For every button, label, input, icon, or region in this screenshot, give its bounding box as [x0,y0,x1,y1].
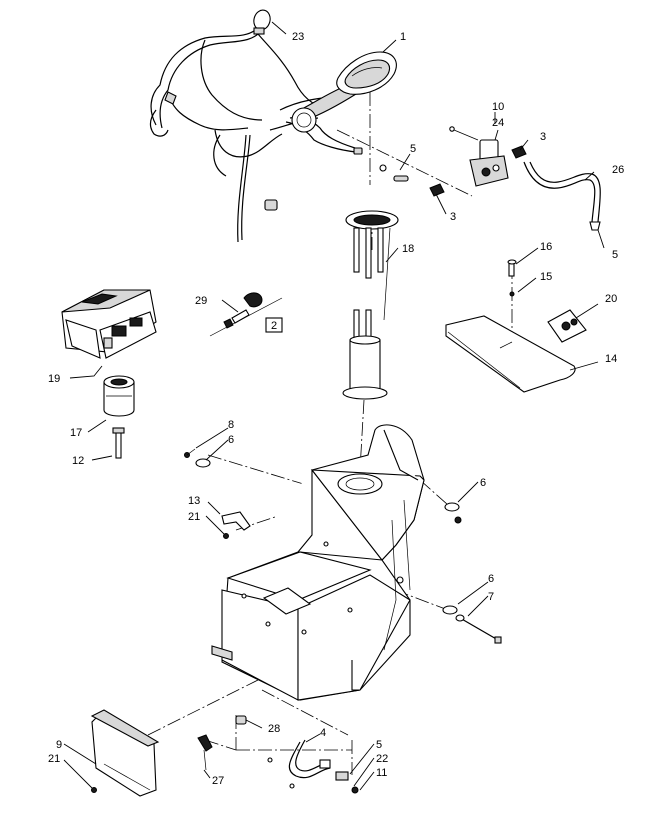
callout-6-right-top: 6 [480,477,486,489]
fuel-tank [211,424,425,701]
callout-11: 11 [376,767,387,779]
callout-21-guard: 21 [48,753,60,765]
callout-9: 9 [56,739,62,751]
bolt-12 [112,427,125,459]
callout-10: 10 [492,101,504,113]
cover-plate [445,315,576,393]
fitting-stack-5-22-11 [319,759,359,794]
harness-clip [264,199,278,211]
washer-6-right-top [444,502,462,524]
hose-clamp-28 [235,715,247,725]
warning-decal [547,309,587,343]
hose-clamp-set [379,164,409,182]
control-module [61,289,157,359]
callout-20: 20 [605,293,617,305]
callout-7: 7 [488,591,494,603]
callout-22: 22 [376,753,388,765]
callout-3-upper: 3 [540,131,546,143]
callout-21-bracket: 21 [188,511,200,523]
callout-6-right-bottom: 6 [488,573,494,585]
callout-5-upper: 5 [410,143,416,155]
callout-2: 2 [271,320,277,332]
mounting-bracket-13 [221,511,251,539]
callout-19: 19 [48,373,60,385]
elbow-fitting-27 [197,734,213,771]
callout-12: 12 [72,455,84,467]
callout-labels: 23 1 10 24 3 5 26 3 5 18 16 15 20 14 29 … [48,31,624,787]
fitting-detail-inset [209,292,283,337]
callout-5-hose: 5 [612,249,618,261]
callout-8: 8 [228,419,234,431]
filter-canister [103,375,135,417]
callout-27: 27 [212,775,224,787]
callout-29: 29 [195,295,207,307]
callout-14: 14 [605,353,617,365]
washer-6-left [195,458,211,468]
fuel-level-sender [342,210,399,400]
bolt-8 [184,448,196,458]
hose [523,161,601,231]
callout-18: 18 [402,243,414,255]
callout-1: 1 [400,31,406,43]
cable-tie-loop [253,9,271,35]
callout-15: 15 [540,271,552,283]
inset-reference-box [265,317,283,333]
wiring-harness-assembly [149,27,397,243]
callout-6-left: 6 [228,434,234,446]
callout-16: 16 [540,241,552,253]
callout-23: 23 [292,31,304,43]
callout-4: 4 [320,727,326,739]
valve-assembly [429,126,527,197]
callout-3-lower: 3 [450,211,456,223]
callout-17: 17 [70,427,82,439]
callout-28: 28 [268,723,280,735]
callout-leaders [63,21,605,791]
lower-guard-9 [90,709,160,797]
washer-6-right-bottom [442,605,458,615]
fastener-16 [507,259,517,297]
callout-26: 26 [612,164,624,176]
callout-13: 13 [188,495,200,507]
callout-5-lower: 5 [376,739,382,751]
callout-24: 24 [492,117,504,129]
long-bolt-7 [455,614,502,644]
